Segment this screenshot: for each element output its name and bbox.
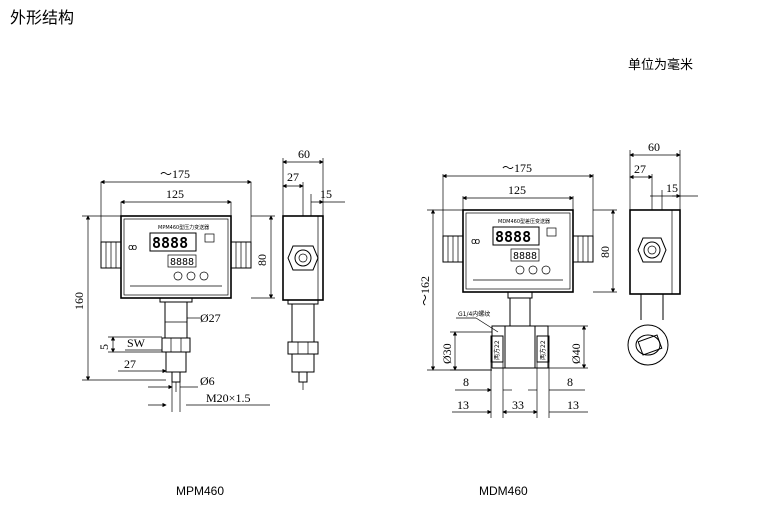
mdm460-left-port [490,335,504,363]
mdm460-port-note: G1/4内螺纹 [458,310,490,318]
mpm460-down-button[interactable] [199,271,209,281]
mdm460-dim-body-height: 80 [598,246,612,258]
mpm460-side-housing [282,215,324,301]
caption-mdm460: MDM460 [479,484,528,498]
caption-mpm460: MPM460 [176,484,225,498]
mpm460-unit-icon [204,233,215,243]
mpm460-dim-tip-dia: Ø6 [200,374,215,388]
mpm460-dim-body-height: 80 [255,254,269,266]
mpm460-dim-five: 5 [97,344,111,350]
mdm460-dim-side-depth: 60 [648,140,660,154]
mpm460-logo-icon: ꝏ [128,243,137,253]
mdm460-flat-right: 两方22 [539,340,547,360]
mpm460-dim-sw: SW [127,336,146,350]
mpm460-hex [161,337,191,353]
mdm460-front-view: MDM460型差压变送器 8888 8888 ꝏ [442,209,594,369]
mdm460-set-button[interactable] [528,265,538,275]
mpm460-main-display: 8888 [152,234,188,252]
mpm460-side-view: 60 27 15 [282,147,345,390]
mpm460-set-button[interactable] [186,271,196,281]
mpm460-dimensions: ～175 125 80 160 Ø27 5 SW 27 Ø6 M20×1.5 [72,167,275,412]
mpm460-dim-total-height: 160 [72,292,86,310]
mpm460-dim-hex-27: 27 [124,357,136,371]
mpm460-sub-display: 8888 [170,257,194,268]
mdm460-down-button[interactable] [541,265,551,275]
mdm460-dim-dia-40: Ø40 [569,343,583,364]
mpm460-panel-label: MPM460型压力变送器 [158,224,209,231]
mpm460-side-gland [287,245,319,271]
mdm460-side-housing [629,209,681,295]
mdm460-panel-label: MDM460型差压变送器 [498,218,550,225]
unit-note: 单位为毫米 [628,58,694,73]
mpm460-stem [164,301,188,339]
mdm460-sub-display: 8888 [513,251,537,262]
mdm460-main-display: 8888 [495,228,531,246]
mdm460-flat-left: 两方22 [493,340,501,360]
mdm460-dim-eight-right: 8 [567,375,573,389]
mdm460-side-view: 60 27 15 [627,140,698,366]
mdm460-unit-icon [546,227,557,237]
mpm460-dim-side-depth: 60 [298,147,310,161]
mdm460-dim-w33: 33 [512,398,524,412]
mpm460-dim-body-width: 125 [166,187,184,201]
mdm460-logo-icon: ꝏ [471,237,480,247]
mpm460-up-button[interactable] [173,271,183,281]
mdm460-right-port [536,335,550,363]
mdm460-dim-approx-width: ～175 [502,161,532,175]
mpm460-dim-approx-width: ～175 [160,167,190,181]
mdm460-dim-dia-30: Ø30 [440,343,454,364]
mdm460-side-gland [637,237,667,263]
mdm460-dim-side-27: 27 [634,162,646,176]
mpm460-dim-side-15: 15 [320,187,332,201]
mpm460-dim-side-27: 27 [287,170,299,184]
mdm460-dim-w13-right: 13 [567,398,579,412]
mpm460-dim-thread: M20×1.5 [206,391,250,405]
mdm460-dim-w13-left: 13 [457,398,469,412]
mdm460-dim-side-15: 15 [666,181,678,195]
mdm460-up-button[interactable] [515,265,525,275]
mdm460-dim-total-height: ～162 [418,276,432,306]
mdm460-side-flange [627,324,669,366]
mdm460-dim-eight-left: 8 [463,375,469,389]
section-heading: 外形结构 [10,8,75,27]
mpm460-front-view: MPM460型压力变送器 8888 8888 ꝏ [100,215,252,392]
mpm460-dim-stem-dia: Ø27 [200,311,221,325]
mdm460-dimensions: ～175 125 80 ～162 G1/4内螺纹 Ø30 Ø40 两方22 两方… [418,161,617,418]
mdm460-dim-body-width: 125 [508,183,526,197]
